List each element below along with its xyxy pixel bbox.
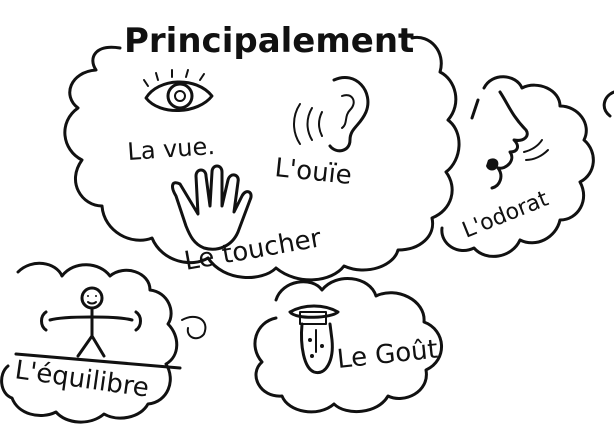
title: Principalement (124, 21, 414, 61)
gout-cloud (253, 277, 443, 414)
main-cloud (63, 35, 461, 282)
offscreen-cloud-edge (602, 90, 614, 118)
eye-icon (143, 69, 214, 112)
sense-label-gout: Le Goût (336, 335, 440, 375)
odorat-cloud (440, 75, 595, 258)
sense-label-odorat: L'odorat (459, 186, 552, 243)
equilibre-cloud (0, 261, 179, 424)
sense-label-vue: La vue. (126, 132, 215, 166)
balance-stick-figure-icon (14, 286, 182, 370)
ear-icon (293, 76, 370, 153)
equilibre-cloud-tail (181, 315, 207, 340)
nose-icon (470, 90, 549, 190)
hand-icon (171, 164, 253, 251)
sense-label-toucher: Le toucher (182, 223, 324, 277)
tongue-icon (288, 304, 340, 375)
sense-label-ouie: L'ouïe (273, 153, 353, 191)
